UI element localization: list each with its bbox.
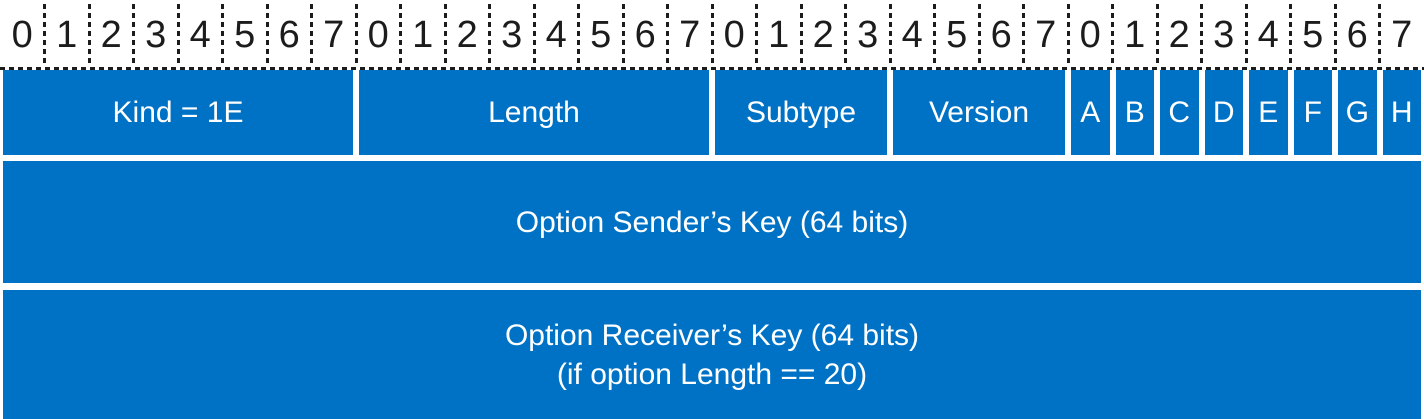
bit-number-11: 3 bbox=[490, 0, 535, 67]
bit-number-30: 6 bbox=[1335, 0, 1381, 67]
field-cell-subtype: Subtype bbox=[715, 70, 887, 155]
bit-number-5: 5 bbox=[223, 0, 268, 67]
bit-number-23: 7 bbox=[1024, 0, 1069, 67]
sender-key-row: Option Sender’s Key (64 bits) bbox=[3, 161, 1421, 283]
bit-number-13: 5 bbox=[579, 0, 624, 67]
dashed-top-border bbox=[0, 67, 1424, 70]
field-cell-flag-g: G bbox=[1338, 70, 1377, 155]
bit-number-20: 4 bbox=[890, 0, 936, 67]
bit-number-6: 6 bbox=[267, 0, 313, 67]
bit-number-19: 3 bbox=[846, 0, 891, 67]
bit-number-27: 3 bbox=[1202, 0, 1247, 67]
bit-number-16: 0 bbox=[712, 0, 758, 67]
bit-number-1: 1 bbox=[45, 0, 90, 67]
field-cell-length: Length bbox=[359, 70, 709, 155]
bit-number-0: 0 bbox=[0, 0, 46, 67]
bit-number-4: 4 bbox=[178, 0, 224, 67]
bit-number-9: 1 bbox=[401, 0, 446, 67]
bit-number-8: 0 bbox=[356, 0, 402, 67]
bit-number-21: 5 bbox=[935, 0, 980, 67]
bit-number-28: 4 bbox=[1246, 0, 1292, 67]
field-cell-flag-e: E bbox=[1249, 70, 1288, 155]
field-cell-flag-c: C bbox=[1160, 70, 1199, 155]
bit-number-22: 6 bbox=[979, 0, 1025, 67]
bit-number-14: 6 bbox=[623, 0, 669, 67]
bit-number-25: 1 bbox=[1113, 0, 1158, 67]
sender-key-label: Option Sender’s Key (64 bits) bbox=[515, 205, 909, 239]
bit-number-17: 1 bbox=[757, 0, 802, 67]
receiver-key-row: Option Receiver’s Key (64 bits) (if opti… bbox=[3, 290, 1421, 419]
bit-number-24: 0 bbox=[1068, 0, 1114, 67]
bit-number-31: 7 bbox=[1391, 13, 1413, 56]
bit-number-29: 5 bbox=[1291, 0, 1336, 67]
receiver-key-label-line2: (if option Length == 20) bbox=[556, 357, 868, 391]
field-cell-flag-f: F bbox=[1293, 70, 1332, 155]
bit-number-7: 7 bbox=[312, 0, 357, 67]
field-cell-flag-b: B bbox=[1115, 70, 1154, 155]
bit-number-3: 3 bbox=[134, 0, 179, 67]
field-cell-flag-h: H bbox=[1382, 70, 1421, 155]
field-cell-version: Version bbox=[893, 70, 1065, 155]
bit-number-10: 2 bbox=[445, 0, 491, 67]
field-cell-flag-d: D bbox=[1204, 70, 1243, 155]
bit-number-18: 2 bbox=[801, 0, 847, 67]
bit-number-2: 2 bbox=[89, 0, 135, 67]
field-cell-flag-a: A bbox=[1071, 70, 1110, 155]
bit-number-26: 2 bbox=[1157, 0, 1203, 67]
bit-number-12: 4 bbox=[534, 0, 580, 67]
field-cell-kind: Kind = 1E bbox=[3, 70, 353, 155]
bit-number-15: 7 bbox=[668, 0, 713, 67]
receiver-key-label-line1: Option Receiver’s Key (64 bits) bbox=[504, 318, 920, 352]
